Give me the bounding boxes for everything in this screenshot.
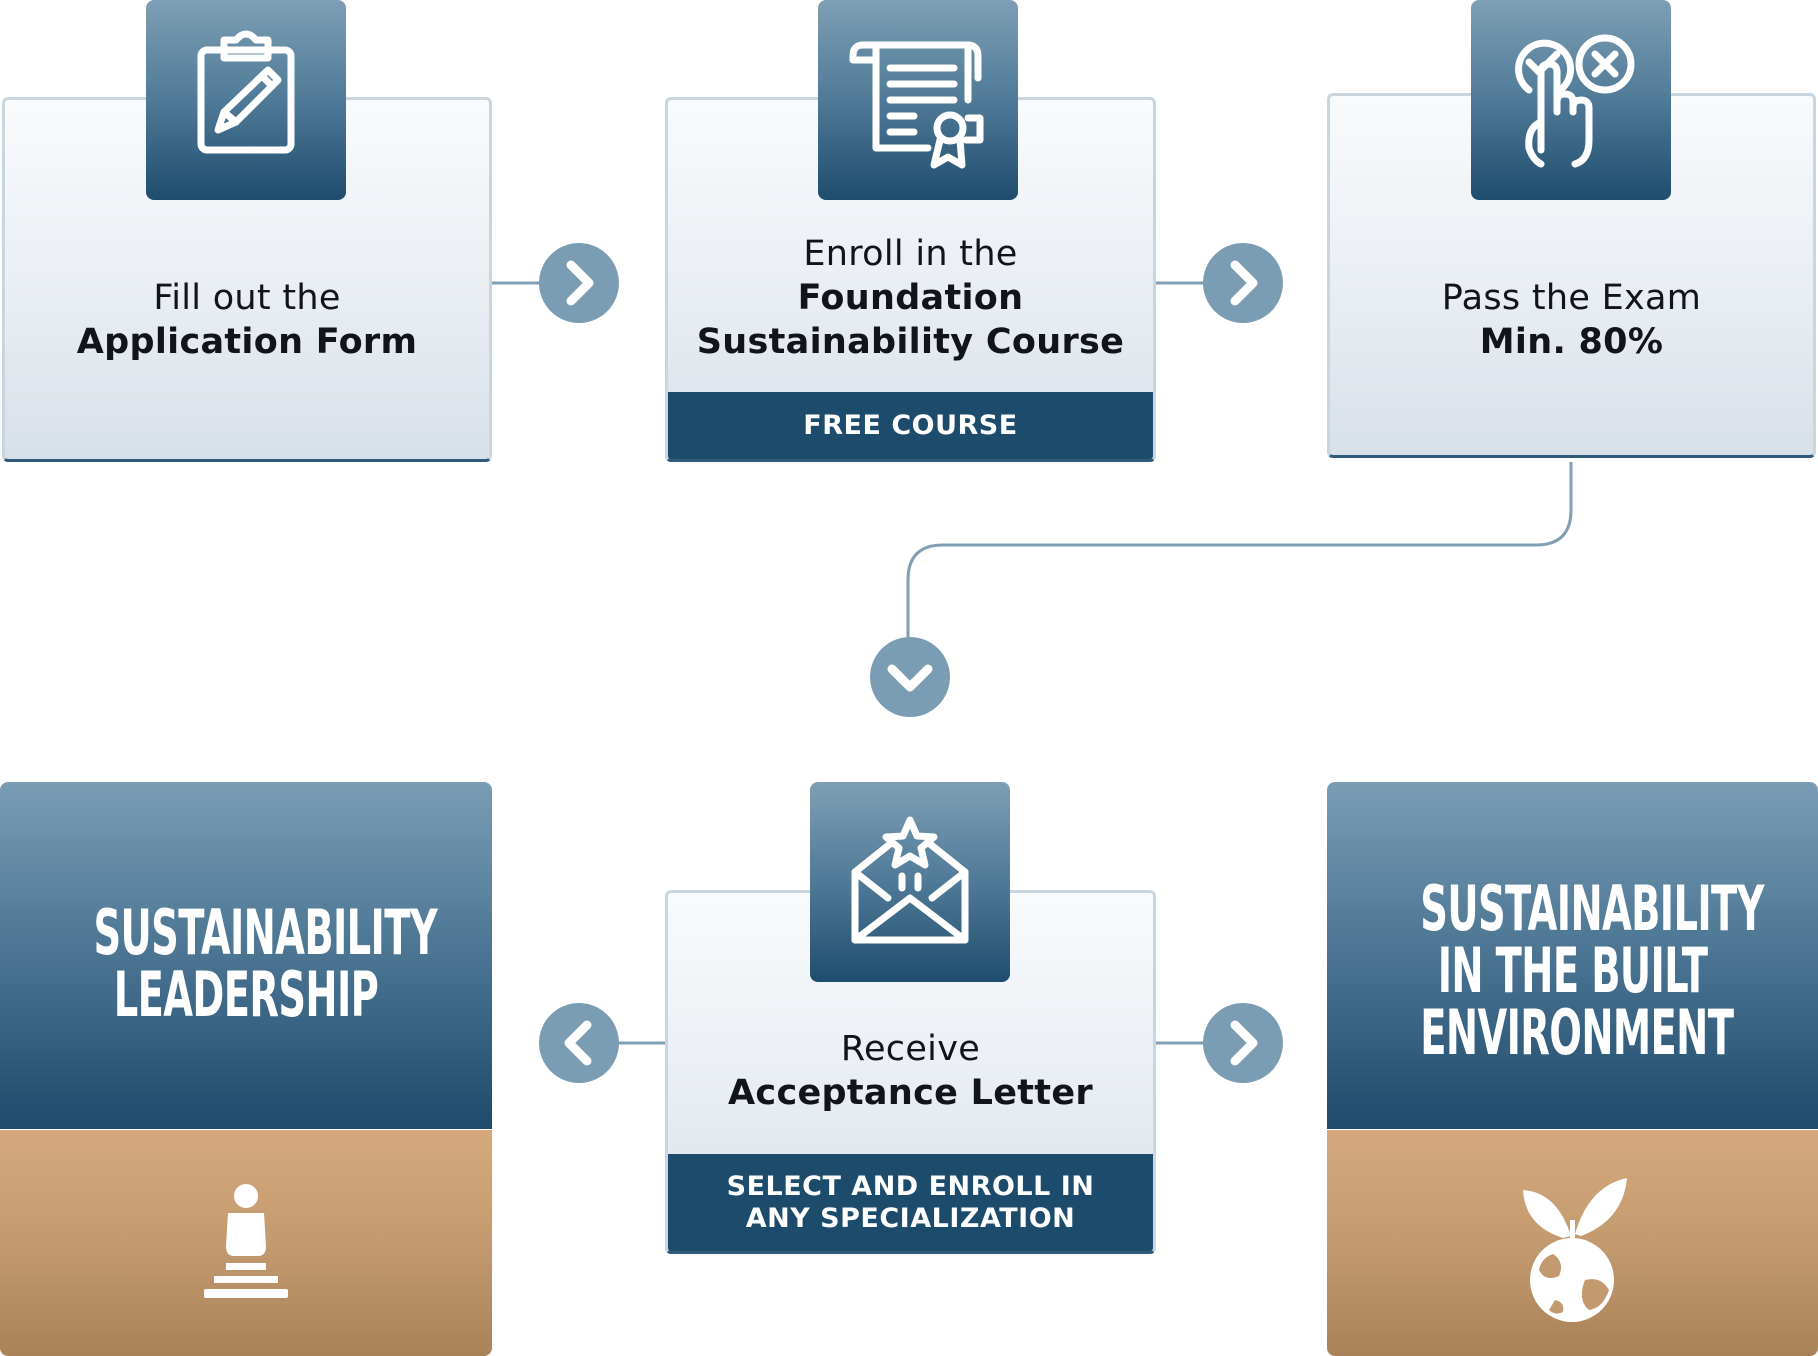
select-specialization-banner: SELECT AND ENROLL IN ANY SPECIALIZATION	[668, 1154, 1153, 1251]
chess-pawn-icon	[204, 1184, 288, 1298]
spec-built-environment-header: SUSTAINABILITY IN THE BUILT ENVIRONMENT	[1327, 782, 1818, 1129]
step-exam-text: Pass the Exam Min. 80%	[1330, 276, 1813, 364]
select-specialization-line2: ANY SPECIALIZATION	[745, 1203, 1076, 1234]
step-foundation-title-1: Foundation	[797, 278, 1024, 318]
chevron-right-icon	[1230, 1020, 1258, 1066]
spec-built-environment-title: SUSTAINABILITY IN THE BUILT ENVIRONMENT	[1420, 872, 1764, 1069]
envelope-star-icon	[851, 816, 969, 944]
step-application-title: Application Form	[76, 322, 418, 362]
step-acceptance-text: Receive Acceptance Letter	[668, 1027, 1153, 1115]
spec-leadership-title-line1: SUSTAINABILITY	[93, 896, 438, 969]
check-cross-choice-icon	[1515, 34, 1635, 168]
step-exam-line1: Pass the Exam	[1441, 278, 1702, 318]
spec-leadership-card: SUSTAINABILITY LEADERSHIP	[0, 782, 492, 1356]
next-arrow-3	[1203, 1003, 1283, 1083]
down-arrow	[870, 637, 950, 717]
next-arrow-1	[539, 243, 619, 323]
earth-sprout-icon	[1523, 1178, 1627, 1322]
spec-built-environment-title-line1: SUSTAINABILITY	[1420, 872, 1764, 945]
step-acceptance-icon-box	[810, 782, 1010, 982]
step-exam-icon-box	[1471, 0, 1671, 200]
step-foundation-title-2: Sustainability Course	[696, 322, 1125, 362]
step-foundation-icon-box	[818, 0, 1018, 200]
step-application-icon-box	[146, 0, 346, 200]
spec-leadership-header: SUSTAINABILITY LEADERSHIP	[0, 782, 492, 1129]
spec-leadership-title-line2: LEADERSHIP	[113, 958, 379, 1031]
select-specialization-line1: SELECT AND ENROLL IN	[726, 1171, 1095, 1202]
spec-built-environment-footer	[1327, 1130, 1818, 1356]
spec-leadership-title: SUSTAINABILITY LEADERSHIP	[93, 896, 438, 1031]
next-arrow-2	[1203, 243, 1283, 323]
prev-arrow	[539, 1003, 619, 1083]
step-foundation-text: Enroll in the Foundation Sustainability …	[668, 232, 1153, 364]
step-application-line1: Fill out the	[153, 278, 341, 318]
chevron-right-icon	[1230, 260, 1258, 306]
step-foundation-line1: Enroll in the	[803, 234, 1018, 274]
spec-built-environment-title-line3: ENVIRONMENT	[1420, 996, 1734, 1069]
step-acceptance-title: Acceptance Letter	[728, 1073, 1093, 1113]
chevron-down-icon	[887, 664, 933, 692]
certificate-scroll-icon	[849, 41, 984, 169]
free-course-banner: FREE COURSE	[668, 392, 1153, 459]
spec-built-environment-title-line2: IN THE BUILT	[1437, 934, 1708, 1007]
step-acceptance-line1: Receive	[840, 1029, 981, 1069]
chevron-left-icon	[564, 1020, 592, 1066]
step-application-text: Fill out the Application Form	[5, 276, 489, 364]
step-exam-requirement: Min. 80%	[1479, 322, 1664, 362]
chevron-right-icon	[566, 260, 594, 306]
step-acceptance-card: Receive Acceptance Letter SELECT AND ENR…	[665, 890, 1156, 1254]
spec-built-environment-card: SUSTAINABILITY IN THE BUILT ENVIRONMENT	[1327, 782, 1818, 1356]
clipboard-pencil-icon	[197, 30, 295, 154]
spec-leadership-footer	[0, 1130, 492, 1356]
